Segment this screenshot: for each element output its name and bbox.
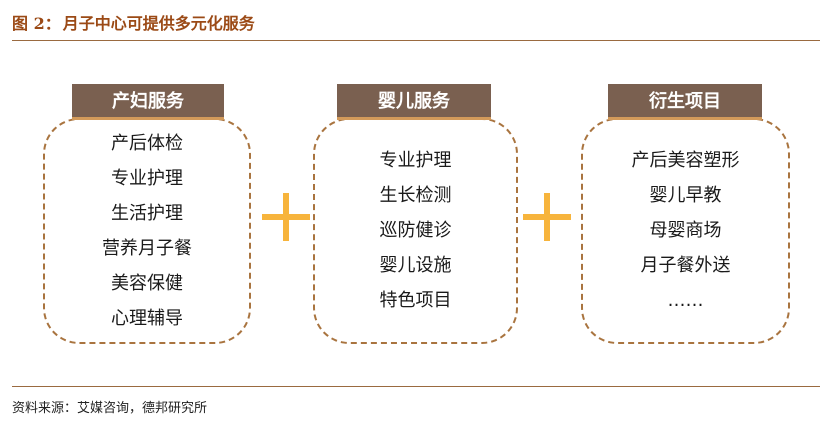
plus-icon — [523, 193, 571, 241]
list-item: 心理辅导 — [111, 308, 183, 329]
infant-services-header: 婴儿服务 — [337, 84, 491, 120]
derivative-services-list: 产后美容塑形 婴儿早教 母婴商场 月子餐外送 …… — [583, 143, 788, 318]
list-item: 产后体检 — [111, 133, 183, 154]
top-rule — [12, 40, 820, 41]
derivative-services-header: 衍生项目 — [608, 84, 762, 120]
figure-number: 图 2： — [12, 14, 61, 33]
list-item: 母婴商场 — [649, 220, 722, 241]
list-item: 产后美容塑形 — [631, 150, 740, 171]
list-item: 生长检测 — [379, 185, 452, 206]
list-item: 生活护理 — [111, 203, 183, 224]
list-item: 婴儿早教 — [649, 185, 722, 206]
maternal-services-box: 产后体检 专业护理 生活护理 营养月子餐 美容保健 心理辅导 — [43, 118, 251, 344]
list-item: 特色项目 — [379, 290, 452, 311]
plus-icon — [262, 193, 310, 241]
list-item: 巡防健诊 — [379, 220, 452, 241]
list-item: 专业护理 — [111, 168, 183, 189]
list-item: 专业护理 — [379, 150, 452, 171]
infant-services-list: 专业护理 生长检测 巡防健诊 婴儿设施 特色项目 — [315, 143, 516, 318]
infant-services-box: 专业护理 生长检测 巡防健诊 婴儿设施 特色项目 — [313, 118, 518, 344]
list-item: …… — [667, 290, 704, 311]
list-item: 婴儿设施 — [379, 255, 452, 276]
list-item: 月子餐外送 — [640, 255, 731, 276]
bottom-rule — [12, 386, 820, 387]
list-item: 美容保健 — [111, 273, 183, 294]
derivative-services-box: 产后美容塑形 婴儿早教 母婴商场 月子餐外送 …… — [581, 118, 790, 344]
figure-title: 图 2：月子中心可提供多元化服务 — [12, 10, 255, 34]
maternal-services-header: 产妇服务 — [72, 84, 224, 120]
list-item: 营养月子餐 — [102, 238, 192, 259]
source-note: 资料来源：艾媒咨询，德邦研究所 — [12, 401, 208, 416]
figure-title-text: 月子中心可提供多元化服务 — [62, 14, 255, 33]
maternal-services-list: 产后体检 专业护理 生活护理 营养月子餐 美容保健 心理辅导 — [45, 126, 249, 336]
